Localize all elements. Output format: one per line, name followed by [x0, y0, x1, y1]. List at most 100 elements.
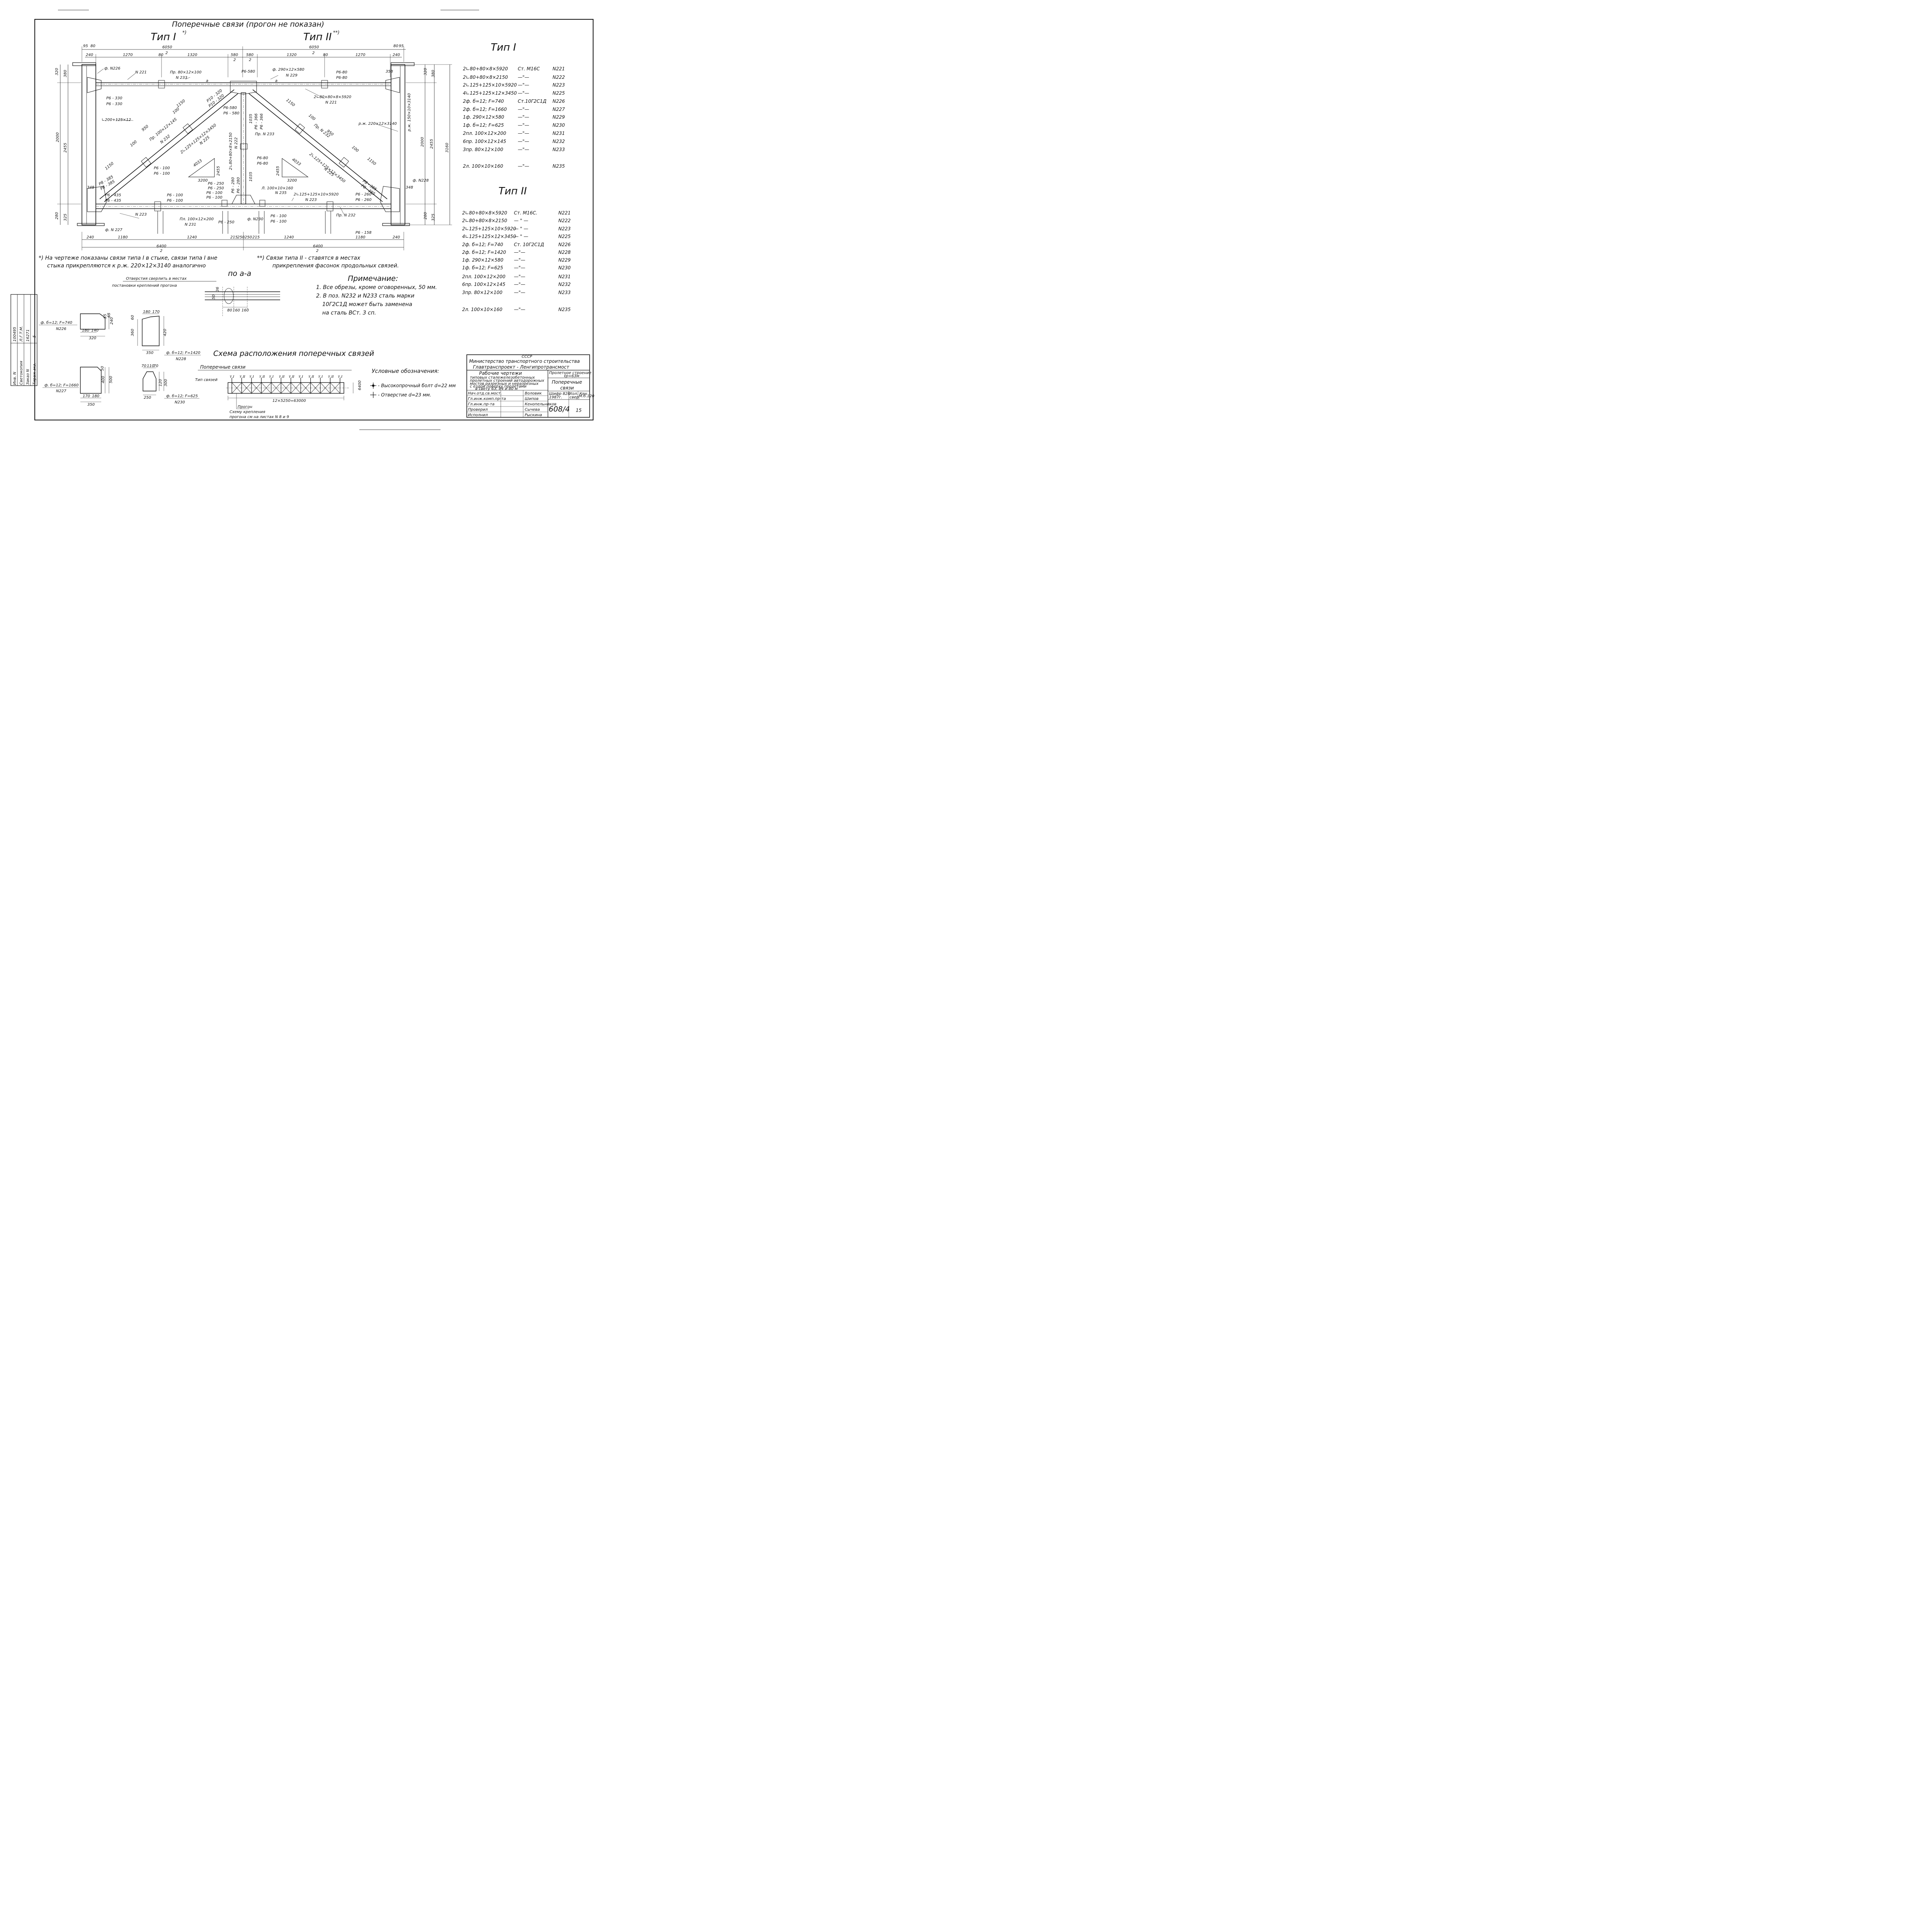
svg-text:215: 215: [230, 235, 238, 240]
spec-item: 2пл. 100×12×200: [462, 274, 505, 279]
svg-text:Р6 - 435: Р6 - 435: [105, 199, 121, 203]
tb-stage-2: свер.: [570, 395, 580, 400]
svg-text:Р6 - 100: Р6 - 100: [270, 214, 286, 218]
footnote-1-line-1: *) На чертеже показаны связи типа I в ст…: [39, 255, 217, 261]
svg-text:N 231: N 231: [185, 223, 196, 227]
spec-steel: —"—: [518, 90, 529, 96]
svg-text:N 223: N 223: [305, 198, 317, 202]
spec-pos: N223: [553, 82, 565, 88]
gusset-228-d420: 420: [163, 329, 167, 336]
gusset-230-label: ф. б=12; F=625: [166, 394, 198, 398]
tb-mark: М.б.120: [579, 394, 594, 398]
tb-doc-no: 608/4: [549, 405, 570, 413]
svg-text:Р6 - 250: Р6 - 250: [208, 182, 224, 186]
svg-text:Р6-580: Р6-580: [223, 106, 237, 110]
svg-text:ф. N 227: ф. N 227: [105, 228, 122, 232]
spec-item: 2ф. б=12; F=1660: [463, 107, 507, 112]
scheme-diagonal: [330, 382, 340, 394]
section-aa-dim-36: 36: [216, 287, 220, 292]
type2-footnote-mark: **): [333, 30, 340, 35]
svg-text:Р6 - 580: Р6 - 580: [223, 111, 239, 116]
svg-text:Р6 - 435: Р6 - 435: [105, 193, 121, 197]
spec-pos: N221: [558, 210, 571, 216]
spec-pos: N225: [553, 90, 565, 96]
spec-item: 2∟80+80×8×5920: [463, 66, 508, 71]
svg-text:240: 240: [86, 53, 93, 57]
svg-text:N 235: N 235: [275, 191, 287, 195]
svg-text:Пр. 80×12×100: Пр. 80×12×100: [170, 70, 202, 75]
svg-text:2: 2: [165, 51, 168, 55]
section-aa-note-2: постановки креплений прогона: [112, 284, 177, 288]
svg-text:1240: 1240: [284, 235, 294, 240]
svg-text:1240: 1240: [187, 235, 197, 240]
scheme-type-label: т.I: [298, 375, 303, 379]
gusset-228-label: ф. б=12; F=1420: [166, 350, 200, 355]
section-aa-dim-50: 50: [212, 294, 216, 299]
scheme-type-label: т.II: [279, 375, 284, 379]
svg-text:250: 250: [237, 235, 245, 240]
spec-pos: N230: [553, 122, 565, 128]
svg-text:2∟125+125×10×5920: 2∟125+125×10×5920: [294, 192, 338, 197]
spec-steel: Ст.10Г2С1Д: [518, 99, 546, 104]
spec-pos: N229: [553, 114, 565, 120]
gusset-226-d240: 240: [110, 317, 114, 325]
gusset-227-d500: 500: [109, 376, 113, 383]
spec-steel: —"—: [514, 282, 526, 287]
stamp-r4b: 5: [32, 335, 37, 338]
spec-pos: N231: [558, 274, 571, 279]
scheme-span: 12×5250=63000: [272, 399, 306, 403]
svg-text:1150: 1150: [366, 157, 377, 167]
spec-pos: N231: [553, 131, 565, 136]
spec-item: 3пр. 80×12×100: [463, 147, 503, 152]
svg-text:2∟80×80×8×5920: 2∟80×80×8×5920: [314, 95, 351, 99]
gusset-230-d250: 250: [144, 396, 151, 400]
svg-text:6400: 6400: [313, 244, 323, 248]
section-aa-note-1: Отверстия сверлить в местах: [126, 277, 187, 281]
svg-text:100: 100: [172, 107, 180, 115]
note-line-3: 10Г2С1Д может быть заменена: [322, 301, 412, 308]
note-line-1: 1. Все обрезы, кроме оговоренных, 50 мм.: [316, 284, 437, 291]
tb-sheet-no: 15: [576, 408, 582, 413]
spec-pos: N222: [558, 218, 571, 223]
stamp-r4a: Тираж экз.: [32, 363, 37, 385]
footnote-2-line-1: **) Связи типа II - ставятся в местах: [257, 255, 361, 261]
type1-footnote-mark: *): [182, 30, 187, 35]
main-title: Поперечные связи (прогон не показан): [172, 20, 324, 29]
staff-role: Гл.инж.комп.пр-та: [468, 397, 506, 401]
spec-pos: N226: [553, 99, 565, 104]
scheme-type-label: т.I: [230, 375, 234, 379]
svg-text:1035: 1035: [249, 114, 253, 124]
scheme-type-label: т.I: [269, 375, 274, 379]
scheme-height: 6400: [358, 381, 362, 390]
gusset-230-pos: N230: [175, 400, 185, 405]
svg-text:N 221: N 221: [135, 70, 147, 75]
svg-text:380: 380: [431, 70, 435, 77]
svg-text:3160: 3160: [445, 143, 449, 153]
svg-text:N 222: N 222: [234, 137, 238, 149]
svg-text:100: 100: [308, 114, 316, 122]
staff-name: Рыскина: [525, 413, 542, 417]
svg-text:N 233: N 233: [176, 76, 187, 80]
svg-text:ф. N226: ф. N226: [104, 66, 120, 71]
gusset-228-d170: 170: [152, 310, 160, 314]
spec-steel: —"—: [514, 290, 526, 295]
gusset-226-detail: [80, 313, 109, 337]
gusset-226-d140: 140: [91, 328, 99, 333]
staff-role: Нач.отд.св.мост.: [468, 391, 502, 396]
tb-doc-desc-5: в свету 63, 84 и 80 м: [475, 387, 518, 391]
tb-cipher: Шифр 828: [549, 392, 570, 396]
spec-pos: N227: [553, 107, 565, 112]
gusset-227-d400: 400: [101, 376, 105, 383]
svg-text:Р6 - 250: Р6 - 250: [208, 186, 224, 190]
scheme-type-label: т.II: [239, 375, 245, 379]
scheme-diagonal: [261, 382, 272, 394]
stamp-r1a: Инв. N: [13, 372, 17, 385]
gusset-226-d180: 180: [82, 328, 89, 333]
svg-text:2∟80+80×8×2150: 2∟80+80×8×2150: [229, 133, 233, 170]
gusset-228-pos: N228: [176, 357, 186, 361]
svg-text:р.ж. 150×10×3140: р.ж. 150×10×3140: [407, 93, 412, 132]
staff-role: Исполнил: [468, 413, 488, 417]
svg-text:Р6 - 280: Р6 - 280: [236, 177, 241, 193]
svg-text:80: 80: [393, 44, 398, 48]
svg-text:1150: 1150: [104, 162, 115, 171]
